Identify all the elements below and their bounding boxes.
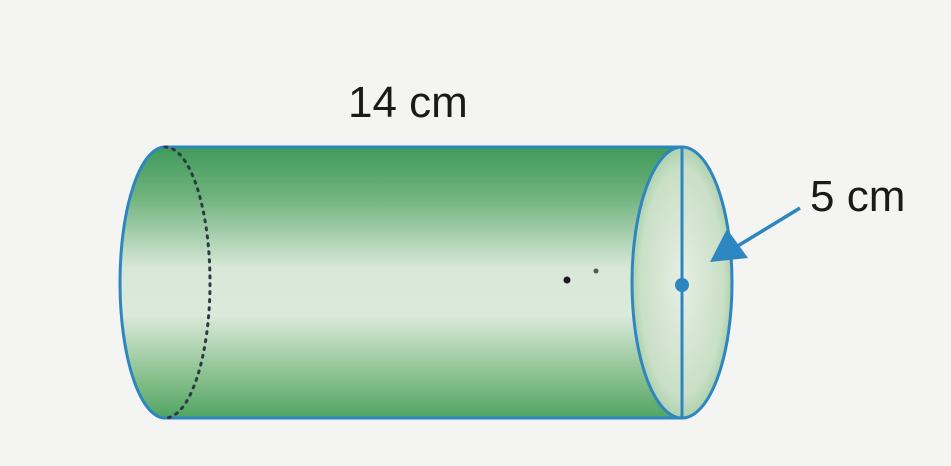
- length-label: 14 cm: [348, 78, 468, 127]
- diameter-pointer-line: [735, 206, 801, 249]
- cylinder-body: [118, 145, 684, 420]
- diameter-label: 5 cm: [810, 172, 905, 221]
- diameter-pointer-arrowhead: [710, 229, 748, 262]
- surface-dot: [563, 276, 571, 284]
- base-center-point: [675, 278, 689, 292]
- surface-dot: [593, 268, 599, 274]
- hidden-base-edge: [163, 145, 212, 420]
